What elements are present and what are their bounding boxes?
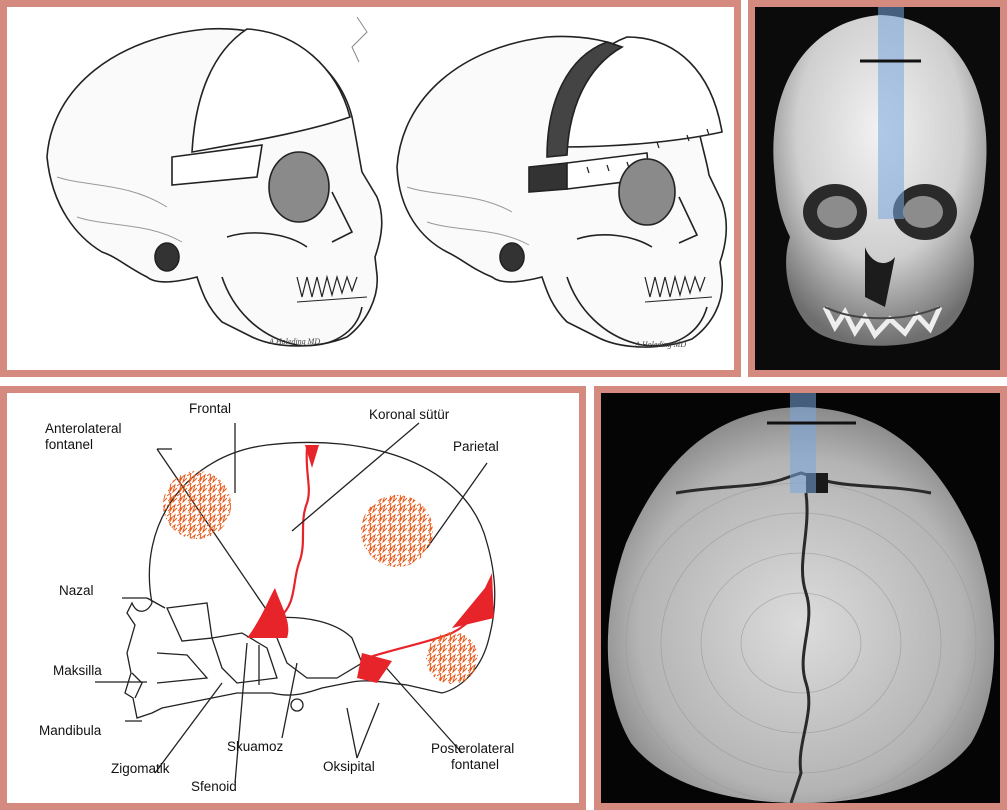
ct-highlight-strip <box>878 7 904 219</box>
mastoid-fontanel <box>452 573 494 628</box>
label-nazal: Nazal <box>59 583 94 599</box>
label-koronal-sutur: Koronal sütür <box>369 407 449 423</box>
signature-left: A.Holeding MD <box>268 337 320 346</box>
anterolateral-fontanel <box>247 588 288 638</box>
skull-drawing-after <box>397 36 726 347</box>
ct-vertex-panel <box>594 386 1007 810</box>
label-zigomatik: Zigomatik <box>111 761 170 777</box>
label-posterolateral-2: fontanel <box>451 757 499 773</box>
posterolateral-fontanel <box>357 653 392 683</box>
label-mandibula: Mandibula <box>39 723 101 739</box>
skull-drawing-before <box>47 17 382 346</box>
skull-diagram-panel: Frontal Koronal sütür Anterolateral font… <box>0 386 586 810</box>
label-sfenoid: Sfenoid <box>191 779 237 795</box>
ct-vertex-render <box>601 393 1000 803</box>
skull-illustrations: A.Holeding MD A.Holeding MD <box>7 7 734 370</box>
signature-right: A.Holeding MD <box>634 340 686 349</box>
ct-frontal-panel <box>748 0 1007 377</box>
skull-illustration-panel: A.Holeding MD A.Holeding MD <box>0 0 741 377</box>
frontal-ossification-center <box>163 471 231 539</box>
label-skuamoz: Skuamoz <box>227 739 283 755</box>
label-frontal: Frontal <box>189 401 231 417</box>
label-oksipital: Oksipital <box>323 759 375 775</box>
label-maksilla: Maksilla <box>53 663 102 679</box>
ct-frontal-render <box>755 7 1000 370</box>
parietal-ossification-center <box>361 495 433 567</box>
label-parietal: Parietal <box>453 439 499 455</box>
label-anterolateral-2: fontanel <box>45 437 93 453</box>
occipital-ossification-center <box>426 632 478 684</box>
ct-highlight-strip-top <box>790 393 816 493</box>
label-anterolateral-1: Anterolateral <box>45 421 122 437</box>
label-posterolateral-1: Posterolateral <box>431 741 514 757</box>
